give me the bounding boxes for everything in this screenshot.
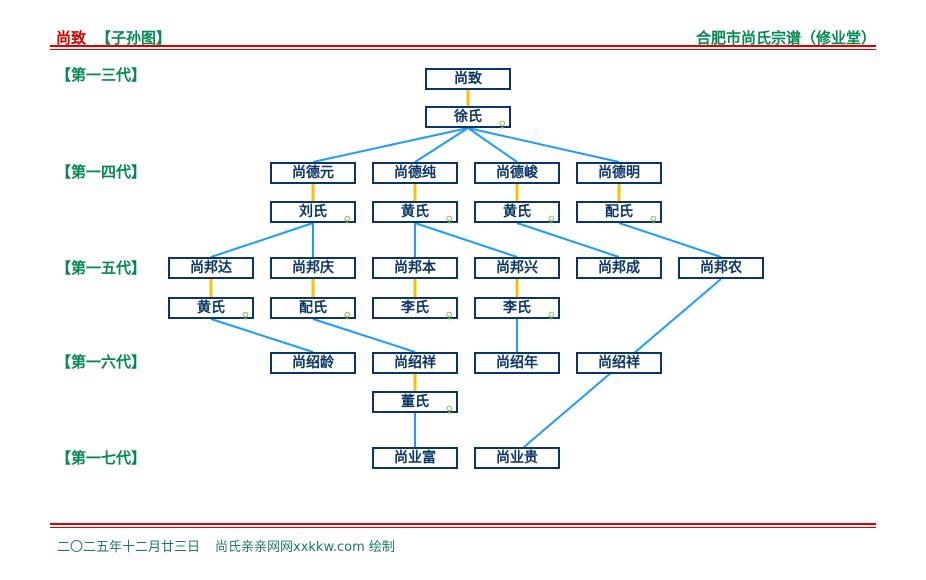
- person-box[interactable]: 尚绍祥: [576, 352, 662, 374]
- person-name-label: 尚绍年: [496, 355, 538, 371]
- spouse-box[interactable]: 配氏 ♀: [576, 201, 662, 226]
- person-name-label: 尚邦达: [190, 260, 232, 276]
- person-box[interactable]: 尚德峻: [474, 162, 560, 184]
- female-symbol-icon: ♀: [241, 311, 249, 322]
- person-name-label: 尚邦兴: [496, 260, 538, 276]
- spouse-box[interactable]: 李氏 ♀: [372, 297, 458, 322]
- female-symbol-icon: ♀: [547, 311, 555, 322]
- footer-divider-rule: [50, 523, 876, 528]
- person-name-label: 尚致: [454, 71, 482, 87]
- person-name-label: 尚邦庆: [292, 260, 334, 276]
- generation-label-16: 【第一六代】: [56, 353, 147, 371]
- female-symbol-icon: ♀: [498, 120, 506, 131]
- person-name-label: 尚绍祥: [394, 355, 436, 371]
- person-name-label: 尚邦成: [598, 260, 640, 276]
- person-name-label: 李氏: [503, 300, 531, 316]
- person-name-label: 刘氏: [299, 204, 327, 220]
- child-connector-line: [467, 127, 620, 163]
- female-symbol-icon: ♀: [343, 215, 351, 226]
- person-box[interactable]: 尚德纯: [372, 162, 458, 184]
- person-box[interactable]: 尚绍祥: [372, 352, 458, 374]
- person-box[interactable]: 尚邦兴: [474, 257, 560, 279]
- header-divider-rule: [50, 45, 876, 50]
- female-symbol-icon: ♀: [547, 215, 555, 226]
- child-connector-line: [516, 222, 620, 258]
- person-box[interactable]: 尚邦农: [678, 257, 764, 279]
- person-box[interactable]: 尚业贵: [474, 447, 560, 469]
- person-name-label: 尚业富: [394, 450, 436, 466]
- generation-label-14: 【第一四代】: [56, 163, 147, 181]
- female-symbol-icon: ♀: [343, 311, 351, 322]
- person-box[interactable]: 尚邦成: [576, 257, 662, 279]
- child-connector-line: [414, 222, 518, 258]
- person-name-label: 尚邦农: [700, 260, 742, 276]
- spouse-box[interactable]: 徐氏 ♀: [425, 106, 511, 131]
- child-connector-line: [210, 318, 314, 353]
- person-name-label: 尚邦本: [394, 260, 436, 276]
- child-connector-line: [467, 127, 518, 163]
- spouse-box[interactable]: 李氏 ♀: [474, 297, 560, 322]
- person-name-label: 董氏: [401, 394, 429, 410]
- chart-type-title: 【子孙图】: [96, 29, 172, 47]
- person-name-label: 尚业贵: [496, 450, 538, 466]
- generation-label-15: 【第一五代】: [56, 259, 147, 277]
- child-connector-line: [312, 127, 469, 163]
- person-name-label: 尚德明: [598, 165, 640, 181]
- child-connector-line: [210, 222, 314, 258]
- person-name-label: 黄氏: [401, 204, 429, 220]
- child-connector-line: [618, 222, 722, 258]
- female-symbol-icon: ♀: [649, 215, 657, 226]
- person-box[interactable]: 尚绍龄: [270, 352, 356, 374]
- spouse-box[interactable]: 配氏 ♀: [270, 297, 356, 322]
- person-box[interactable]: 尚业富: [372, 447, 458, 469]
- person-box[interactable]: 尚绍年: [474, 352, 560, 374]
- generation-label-17: 【第一七代】: [56, 449, 147, 467]
- person-name-label: 黄氏: [197, 300, 225, 316]
- child-connector-line: [414, 127, 469, 163]
- person-box[interactable]: 尚德明: [576, 162, 662, 184]
- person-name-label: 尚绍祥: [598, 355, 640, 371]
- spouse-box[interactable]: 董氏 ♀: [372, 391, 458, 416]
- footer-date: 二〇二五年十二月廿三日: [57, 540, 201, 555]
- generation-label-13: 【第一三代】: [56, 66, 147, 84]
- child-connector-line: [312, 318, 416, 353]
- person-name-label: 尚绍龄: [292, 355, 334, 371]
- spouse-box[interactable]: 黄氏 ♀: [168, 297, 254, 322]
- female-symbol-icon: ♀: [445, 311, 453, 322]
- spouse-box[interactable]: 黄氏 ♀: [372, 201, 458, 226]
- person-name-label: 尚德纯: [394, 165, 436, 181]
- footer-site-credit: 尚氏亲亲网网xxkkw.com 绘制: [215, 540, 395, 555]
- person-name-label: 徐氏: [454, 109, 482, 125]
- person-box[interactable]: 尚邦本: [372, 257, 458, 279]
- genealogy-book-title: 合肥市尚氏宗谱（修业堂）: [695, 29, 876, 47]
- person-name-label: 黄氏: [503, 204, 531, 220]
- person-box[interactable]: 尚德元: [270, 162, 356, 184]
- spouse-box[interactable]: 刘氏 ♀: [270, 201, 356, 226]
- female-symbol-icon: ♀: [445, 215, 453, 226]
- root-person-name: 尚致: [56, 29, 87, 47]
- female-symbol-icon: ♀: [445, 405, 453, 416]
- page-header-left: 尚致【子孙图】: [56, 27, 171, 48]
- person-name-label: 尚德元: [292, 165, 334, 181]
- person-name-label: 配氏: [299, 300, 327, 316]
- person-box[interactable]: 尚邦达: [168, 257, 254, 279]
- person-box[interactable]: 尚邦庆: [270, 257, 356, 279]
- person-name-label: 李氏: [401, 300, 429, 316]
- person-name-label: 配氏: [605, 204, 633, 220]
- spouse-box[interactable]: 黄氏 ♀: [474, 201, 560, 226]
- person-box[interactable]: 尚致: [425, 68, 511, 90]
- person-name-label: 尚德峻: [496, 165, 538, 181]
